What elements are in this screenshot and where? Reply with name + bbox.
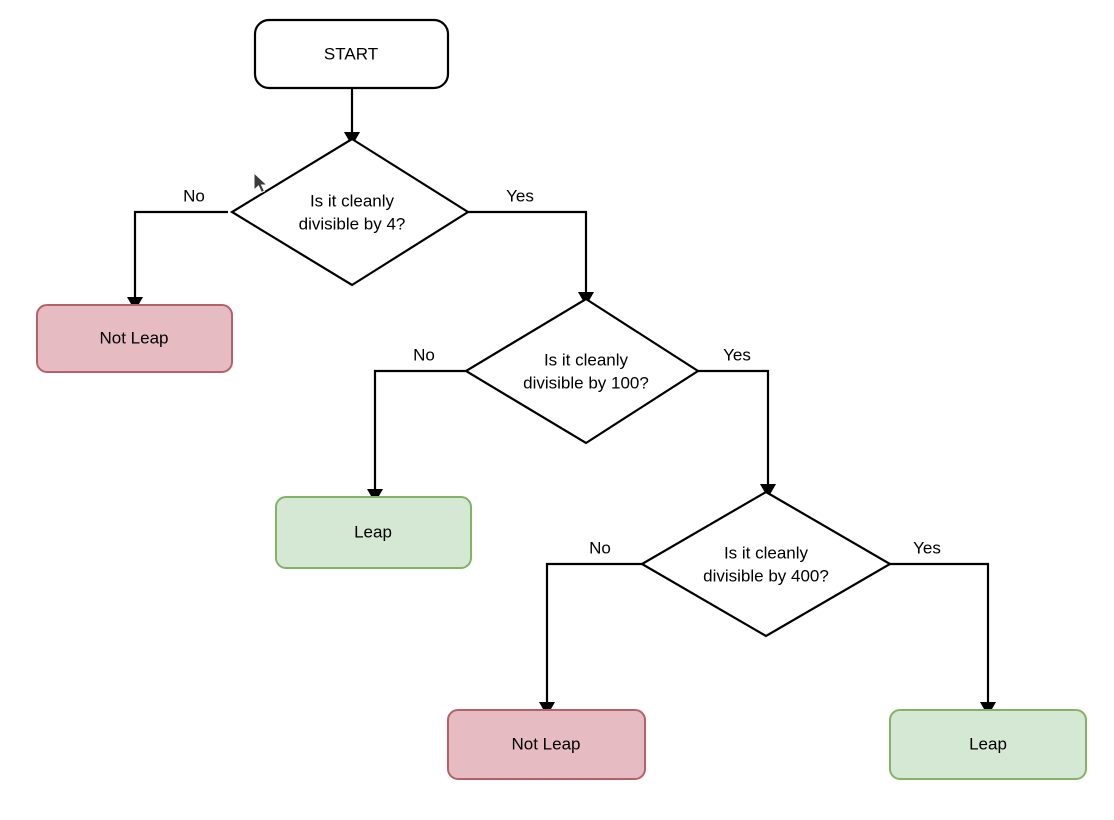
- edge-line: [890, 562, 990, 702]
- node-decision-divisible-by-400[interactable]: Is it cleanly divisible by 400?: [639, 490, 893, 638]
- leap-label: Leap: [969, 734, 1007, 753]
- edge-label-no: No: [183, 186, 205, 205]
- decision-label-line2: divisible by 400?: [703, 566, 829, 585]
- edge-decision400-yes: Yes: [890, 538, 996, 716]
- edge-decision4-yes: Yes: [468, 186, 594, 306]
- leap-box[interactable]: [889, 709, 1087, 780]
- edge-label-no: No: [413, 345, 435, 364]
- node-leap-2[interactable]: Leap: [889, 709, 1087, 780]
- decision-diamond[interactable]: [639, 490, 893, 638]
- start-box[interactable]: [253, 18, 450, 90]
- edge-decision100-yes: Yes: [698, 345, 776, 498]
- arrow-head-icon: [760, 484, 776, 498]
- edge-line: [373, 369, 466, 489]
- edge-line: [133, 210, 228, 297]
- node-start[interactable]: START: [253, 18, 450, 90]
- node-decision-divisible-by-4[interactable]: Is it cleanly divisible by 4?: [229, 137, 471, 287]
- edge-line: [468, 210, 588, 292]
- node-layer: START Is it cleanly divisible by 4? Not …: [36, 18, 1087, 780]
- edge-line: [698, 369, 770, 484]
- node-not-leap-2[interactable]: Not Leap: [447, 709, 646, 780]
- start-label: START: [324, 44, 378, 63]
- edge-label-yes: Yes: [506, 186, 534, 205]
- decision-label-line2: divisible by 4?: [299, 214, 406, 233]
- edge-label-yes: Yes: [913, 538, 941, 557]
- not-leap-box[interactable]: [447, 709, 646, 780]
- edge-decision4-no: No: [127, 186, 228, 311]
- not-leap-box[interactable]: [36, 304, 233, 373]
- edge-decision400-no: No: [539, 538, 642, 716]
- decision-label-line1: Is it cleanly: [544, 350, 629, 369]
- leap-box[interactable]: [275, 496, 472, 569]
- decision-label-line2: divisible by 100?: [523, 373, 649, 392]
- node-not-leap-1[interactable]: Not Leap: [36, 304, 233, 373]
- edge-layer: No Yes No Yes No: [127, 88, 996, 716]
- not-leap-label: Not Leap: [512, 734, 581, 753]
- decision-label-line1: Is it cleanly: [724, 543, 809, 562]
- decision-label-line1: Is it cleanly: [310, 191, 395, 210]
- edge-label-no: No: [589, 538, 611, 557]
- node-decision-divisible-by-100[interactable]: Is it cleanly divisible by 100?: [463, 297, 701, 445]
- leap-label: Leap: [354, 522, 392, 541]
- edge-decision100-no: No: [367, 345, 466, 503]
- edge-line: [545, 562, 642, 702]
- decision-diamond[interactable]: [229, 137, 471, 287]
- edge-label-yes: Yes: [723, 345, 751, 364]
- decision-diamond[interactable]: [463, 297, 701, 445]
- not-leap-label: Not Leap: [100, 328, 169, 347]
- edge-start-to-decision4: [344, 88, 360, 146]
- node-leap-1[interactable]: Leap: [275, 496, 472, 569]
